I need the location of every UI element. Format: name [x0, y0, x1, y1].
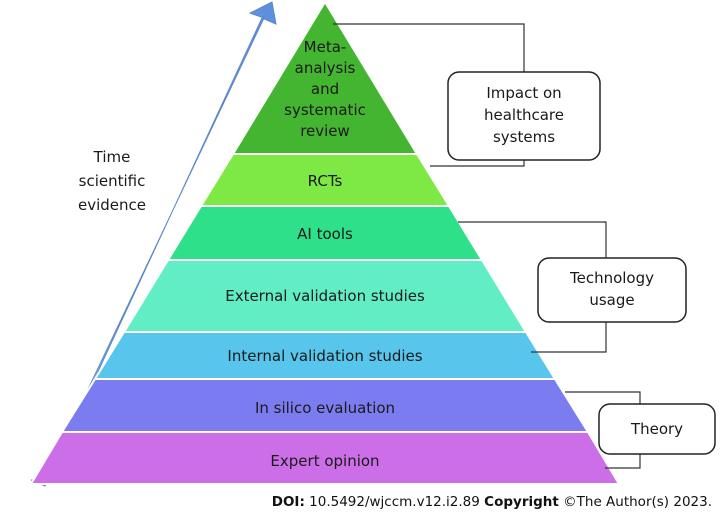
connector-theory-bottom: [605, 454, 641, 469]
callout-connectors: [333, 23, 641, 469]
time-arrow: [30, 1, 277, 487]
level-label-meta-analysis-line: Meta-: [304, 38, 347, 56]
callout-technology: Technology usage: [537, 257, 687, 323]
connector-impact-bottom: [430, 160, 525, 167]
time-arrow-label-line: scientific: [79, 172, 146, 190]
connector-technology-bottom: [531, 322, 607, 353]
doi-value: 10.5492/wjccm.v12.i2.89: [309, 494, 480, 510]
time-arrow-label: Time scientific evidence: [78, 148, 146, 214]
callout-impact-line: systems: [493, 128, 555, 146]
connector-technology: [458, 221, 607, 258]
level-label-rcts: RCTs: [308, 172, 343, 190]
callout-theory: Theory: [598, 403, 716, 455]
level-label-meta-analysis-line: systematic: [284, 101, 366, 119]
callout-impact-line: healthcare: [484, 106, 564, 124]
callout-impact-box: [447, 71, 601, 161]
level-label-internal-validation: Internal validation studies: [227, 347, 422, 365]
callout-technology-line: Technology: [569, 269, 654, 287]
pyramid-level-labels: Meta- analysis and systematic review RCT…: [225, 38, 425, 470]
callout-theory-box: [598, 403, 716, 455]
level-label-meta-analysis-line: review: [300, 122, 350, 140]
time-arrow-shape: [30, 1, 277, 487]
figure-footer: DOI: 10.5492/wjccm.v12.i2.89 Copyright ©…: [0, 494, 712, 510]
connector-theory: [565, 391, 641, 404]
callout-theory-line: Theory: [630, 420, 683, 438]
callout-technology-line: usage: [589, 291, 634, 309]
pyramid-level-expert-opinion: [29, 431, 621, 485]
doi-label: DOI:: [271, 494, 305, 510]
level-label-ai-tools: AI tools: [297, 225, 353, 243]
level-label-external-validation: External validation studies: [225, 287, 425, 305]
level-label-meta-analysis-line: analysis: [295, 59, 356, 77]
time-arrow-label-line: Time: [93, 148, 131, 166]
level-label-expert-opinion: Expert opinion: [270, 452, 379, 470]
callout-technology-box: [537, 257, 687, 323]
callout-impact: Impact on healthcare systems: [447, 71, 601, 161]
level-label-in-silico: In silico evaluation: [255, 399, 395, 417]
callout-impact-line: Impact on: [486, 84, 561, 102]
connector-impact: [333, 23, 525, 72]
copyright-text: ©The Author(s) 2023.: [563, 494, 712, 510]
time-arrow-label-line: evidence: [78, 196, 146, 214]
pyramid: [29, 0, 621, 485]
copyright-label: Copyright: [484, 494, 559, 510]
level-label-meta-analysis-line: and: [311, 80, 339, 98]
